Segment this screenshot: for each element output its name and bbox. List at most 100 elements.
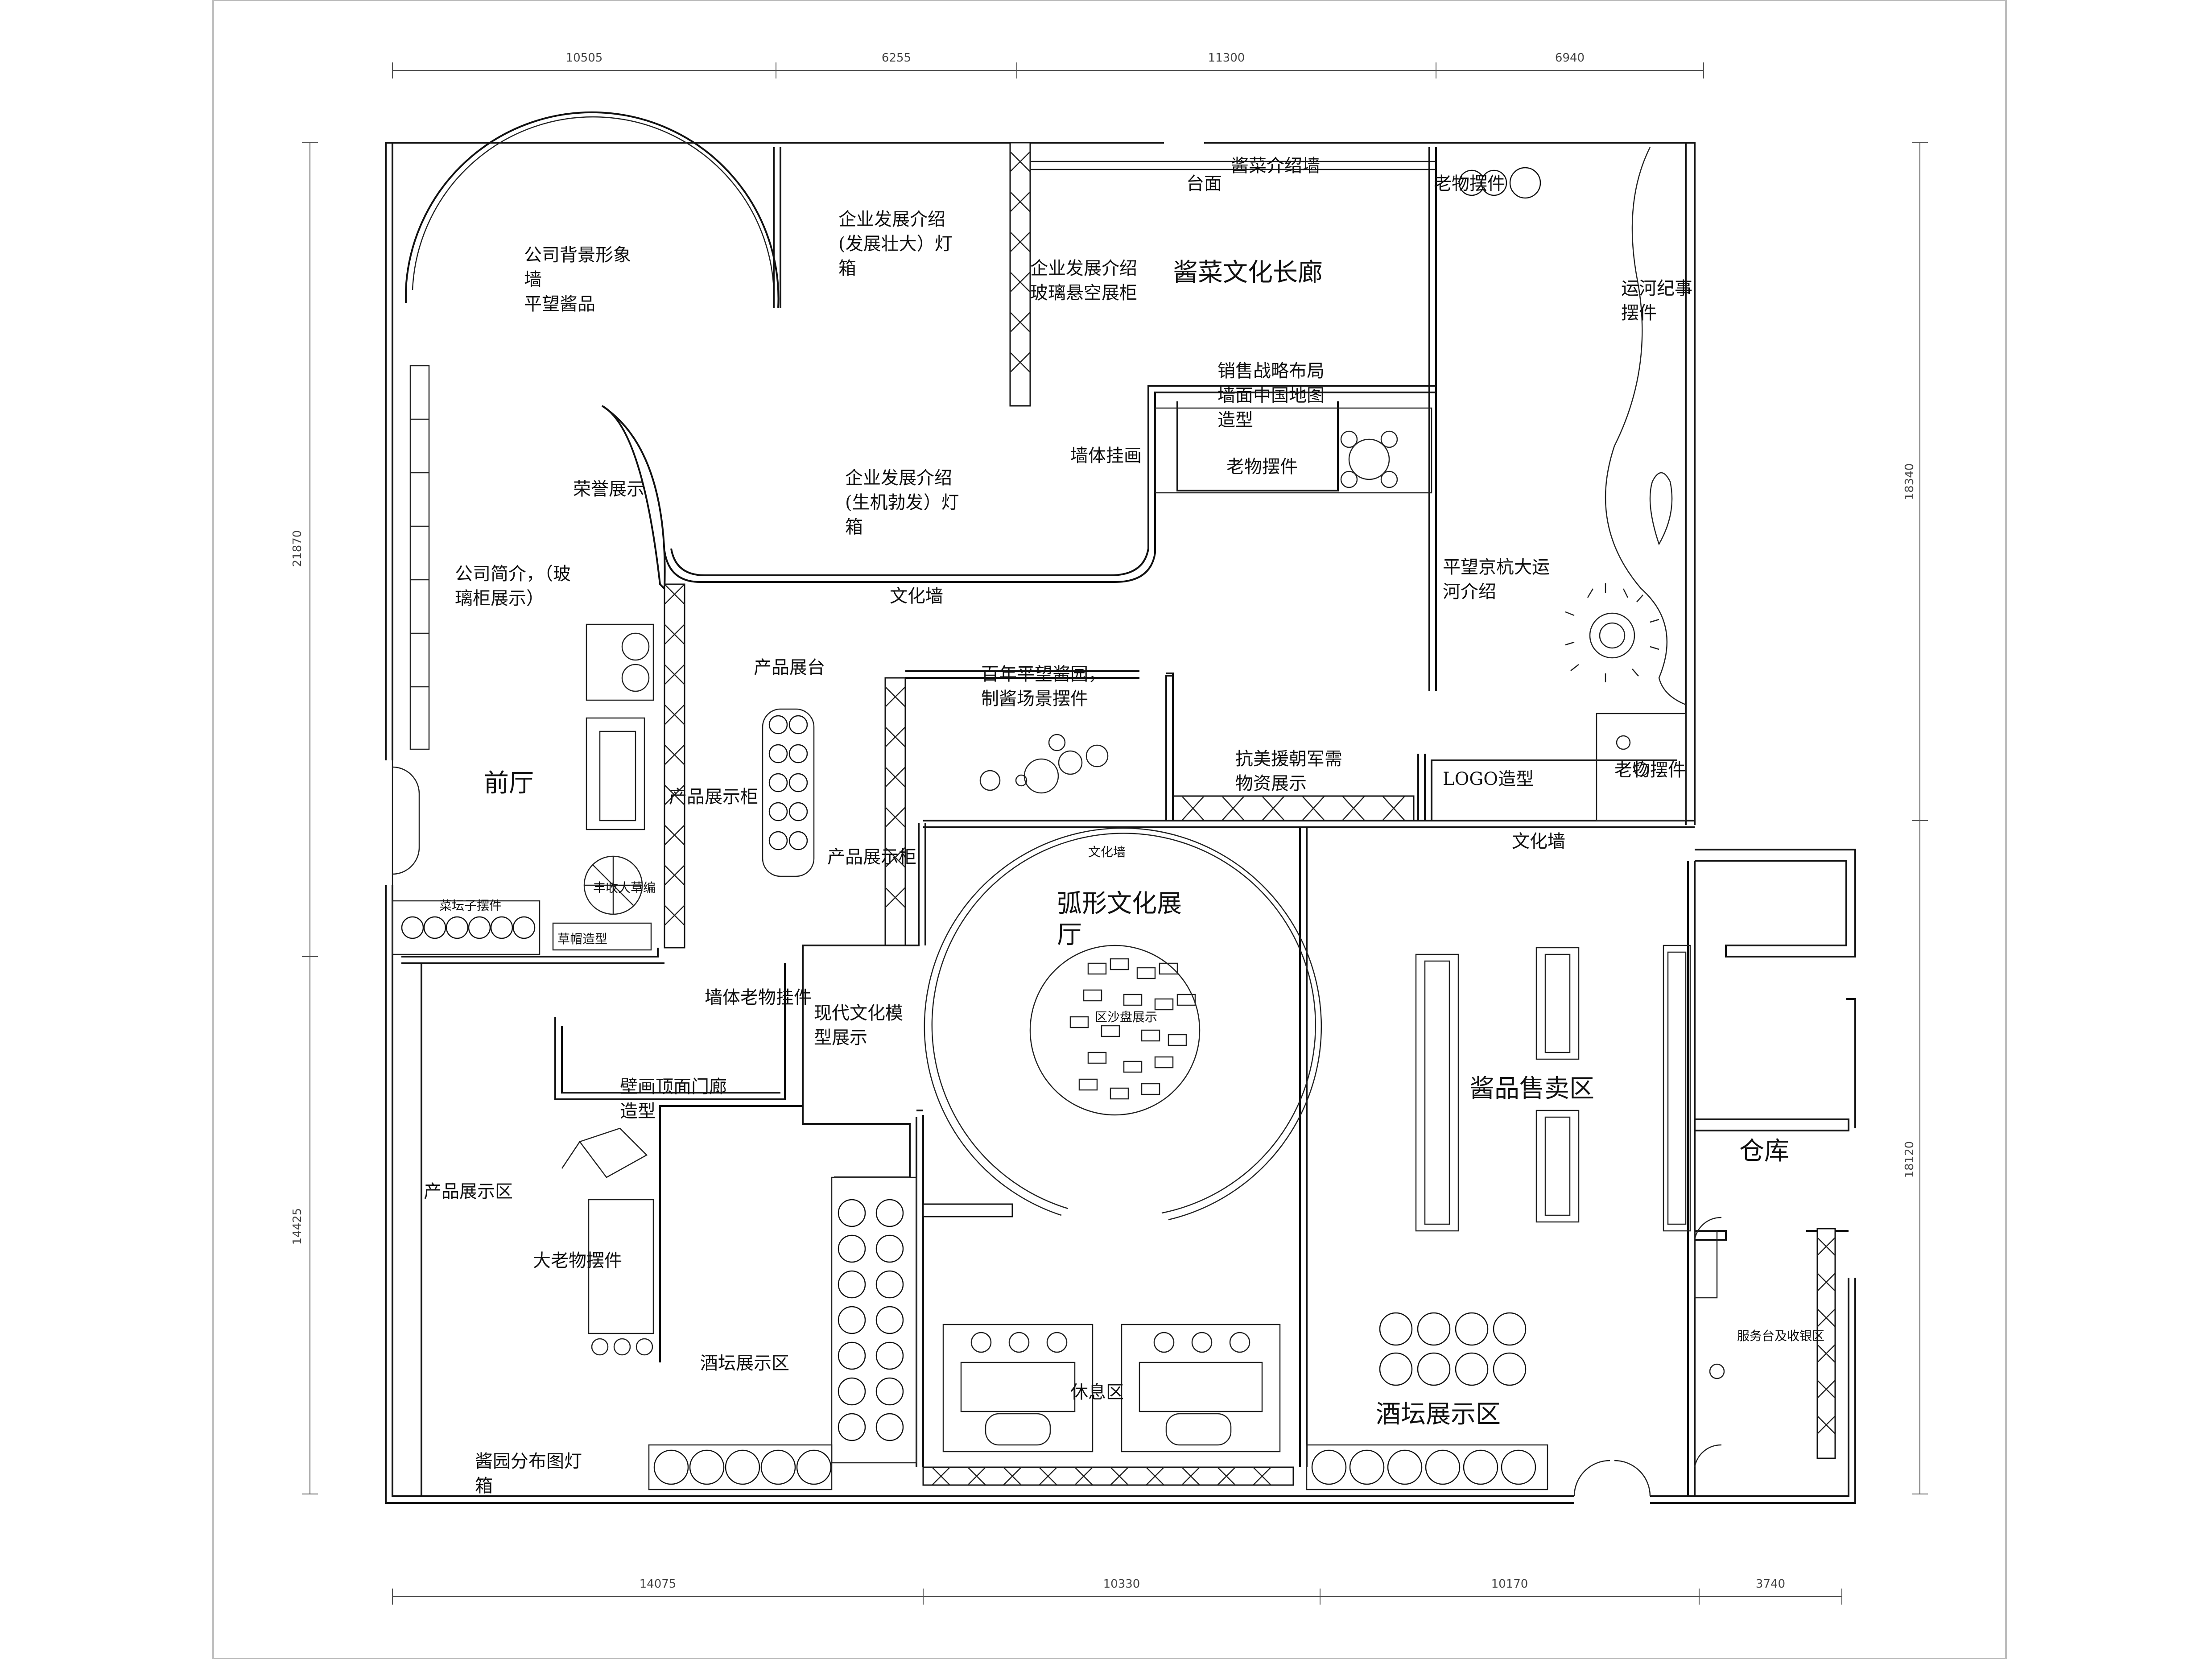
front-hall: [392, 111, 780, 955]
big-antique: [561, 1127, 654, 1356]
label-century-garden-b: 制酱场景摆件: [981, 689, 1088, 709]
jar-row-bottom-right: [1306, 1444, 1548, 1490]
label-mural-b: 造型: [620, 1101, 656, 1122]
label-modern-model-b: 型展示: [814, 1028, 867, 1048]
label-culture-wall-small: 文化墙: [1088, 845, 1126, 859]
label-product-cabinet-2: 产品展示柜: [827, 847, 916, 867]
label-jar-area-1: 酒坛展示区: [700, 1353, 789, 1374]
arc-hall: [924, 827, 1322, 1221]
label-wall-antique: 墙体老物挂件: [705, 987, 812, 1008]
label-company-intro-b: 璃柜展示）: [455, 588, 544, 609]
dim-left-1: 21870: [291, 530, 304, 567]
antique-table: [1154, 407, 1432, 494]
label-service-desk: 服务台及收银区: [1737, 1329, 1824, 1343]
label-arc-hall-a: 弧形文化展: [1057, 889, 1182, 918]
dim-bottom-4: 3740: [1756, 1577, 1785, 1591]
label-sales-strategy-c: 造型: [1217, 410, 1253, 430]
label-sand-table: 区沙盘展示: [1095, 1010, 1157, 1024]
label-enterprise-dev-2-b: (生机勃发）灯: [845, 492, 959, 513]
jar-row-bottom-left: [648, 1444, 833, 1490]
label-product-cabinet-1: 产品展示柜: [669, 787, 758, 807]
label-harvest-sculpture: 丰收大草编: [593, 880, 656, 895]
canal-table: [1589, 612, 1635, 659]
label-jar-area-2: 酒坛展示区: [1376, 1400, 1501, 1429]
dim-top-1: 10505: [566, 51, 603, 65]
label-grand-canal-b: 河介绍: [1443, 582, 1496, 602]
arc-hall-bench: [922, 1203, 1013, 1217]
label-culture-wall-1: 文化墙: [890, 586, 943, 607]
interior-partitions: [401, 147, 1696, 1496]
dim-right-2: 18120: [1903, 1141, 1916, 1178]
label-antique-top: 老物摆件: [1434, 173, 1505, 194]
label-garden-map-b: 箱: [475, 1476, 493, 1496]
dim-top-2: 6255: [882, 51, 911, 65]
label-grand-canal-a: 平望京杭大运: [1443, 557, 1550, 578]
label-antique-mid: 老物摆件: [1226, 457, 1298, 477]
dimension-texts: 10505 6255 11300 6940 14075 10330 10170 …: [291, 51, 1916, 1591]
sand-table: [1029, 945, 1201, 1116]
antique-right-box: [1596, 713, 1687, 821]
dim-bottom-2: 10330: [1103, 1577, 1140, 1591]
furniture: [561, 407, 1725, 1497]
jar-grid-right: [1379, 1312, 1527, 1386]
label-sales-strategy-b: 墙面中国地图: [1217, 385, 1325, 406]
label-enterprise-glass-a: 企业发展介绍: [1030, 258, 1137, 279]
label-modern-model-a: 现代文化模: [814, 1003, 903, 1023]
entrance-doors: [392, 760, 420, 885]
label-canal-chronicle-b: 摆件: [1621, 303, 1657, 323]
drawing-frame: [212, 0, 2007, 1659]
label-sauce-sales: 酱品售卖区: [1469, 1074, 1594, 1103]
label-company-background: 公司背景形象: [524, 245, 631, 265]
dim-top-3: 11300: [1208, 51, 1245, 65]
label-sales-strategy-a: 销售战略布局: [1217, 361, 1325, 381]
label-wall-painting: 墙体挂画: [1070, 446, 1142, 466]
label-culture-wall-2: 文化墙: [1512, 831, 1565, 852]
label-enterprise-dev-1-c: 箱: [838, 258, 856, 279]
label-enterprise-dev-1-a: 企业发展介绍: [838, 209, 945, 230]
honor-wall: [409, 365, 430, 750]
rest-area: [942, 1324, 1281, 1453]
label-antique-right: 老物摆件: [1614, 760, 1686, 780]
jar-row-front: [401, 916, 536, 939]
label-enterprise-dev-2-c: 箱: [845, 517, 863, 537]
century-garden-scene: [979, 734, 1109, 794]
label-canal-chronicle-a: 运河纪事: [1621, 278, 1692, 299]
label-pingwang-sauce: 平望酱品: [524, 294, 595, 314]
label-arc-hall-b: 厅: [1057, 920, 1082, 949]
dimension-lines: [302, 62, 1928, 1605]
label-product-area: 产品展示区: [424, 1181, 513, 1202]
label-enterprise-dev-1-b: (发展壮大）灯: [838, 234, 953, 254]
label-counter: 台面: [1186, 173, 1222, 194]
label-garden-map-a: 酱园分布图灯: [475, 1451, 582, 1472]
dim-top-4: 6940: [1555, 51, 1585, 65]
label-honor-display: 荣誉展示: [573, 479, 644, 499]
label-logo: LOGO造型: [1443, 769, 1534, 789]
label-grass-wall: 草帽造型: [557, 932, 607, 946]
glass-cabinet: [586, 623, 654, 701]
label-pickle-intro-wall: 酱菜介绍墙: [1231, 156, 1320, 176]
warehouse-door: [1694, 1217, 1725, 1468]
label-pickle-gallery: 酱菜文化长廊: [1173, 258, 1323, 287]
label-product-stand: 产品展台: [754, 657, 825, 678]
sales-shelves: [1415, 945, 1691, 1232]
canal-area: [1458, 147, 1687, 821]
label-century-garden-a: 百年平望酱园，: [981, 664, 1106, 685]
label-warehouse: 仓库: [1739, 1137, 1789, 1166]
label-mural-a: 壁画顶面门廊: [620, 1077, 727, 1097]
product-stand: [762, 708, 815, 877]
label-korea-war-b: 物资展示: [1235, 773, 1307, 794]
label-enterprise-glass-b: 玻璃悬空展柜: [1030, 283, 1137, 303]
hatched-walls: [664, 142, 1836, 1486]
label-wall: 墙: [524, 269, 542, 290]
dim-right-1: 18340: [1903, 463, 1916, 500]
label-enterprise-dev-2-a: 企业发展介绍: [845, 468, 952, 488]
bottom-door: [1573, 1460, 1651, 1497]
outer-walls: [385, 142, 1856, 1504]
dim-left-2: 14425: [291, 1208, 304, 1245]
label-rest-area: 休息区: [1070, 1382, 1124, 1403]
label-jar-piece: 菜坛子摆件: [439, 898, 502, 913]
dim-bottom-1: 14075: [640, 1577, 677, 1591]
label-big-antique: 大老物摆件: [533, 1250, 622, 1271]
label-lobby: 前厅: [484, 769, 534, 798]
